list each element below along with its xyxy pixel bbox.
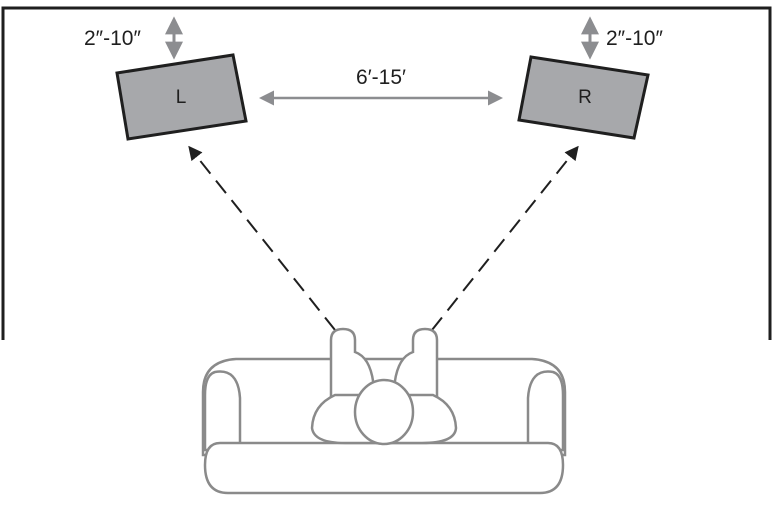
separation-dimension: 6′-15′ bbox=[259, 66, 503, 106]
room-walls bbox=[1, 6, 772, 340]
listener bbox=[310, 327, 458, 446]
sofa-left-arm bbox=[203, 370, 242, 452]
separation-label: 6′-15′ bbox=[356, 66, 406, 89]
right-height-indicator: 2″-10″ bbox=[581, 16, 663, 60]
listener-head bbox=[353, 378, 415, 446]
left-listening-line bbox=[188, 145, 336, 331]
left-speaker: L bbox=[115, 53, 248, 141]
right-speaker: R bbox=[517, 55, 650, 140]
right-height-offset-label: 2″-10″ bbox=[606, 27, 663, 50]
left-height-indicator: 2″-10″ bbox=[84, 16, 183, 60]
left-speaker-label: L bbox=[176, 87, 187, 108]
right-speaker-label: R bbox=[578, 87, 592, 108]
sofa-seat bbox=[203, 441, 565, 495]
right-listening-line bbox=[431, 145, 579, 331]
left-height-offset-label: 2″-10″ bbox=[84, 27, 141, 50]
sofa-right-arm bbox=[526, 370, 565, 452]
